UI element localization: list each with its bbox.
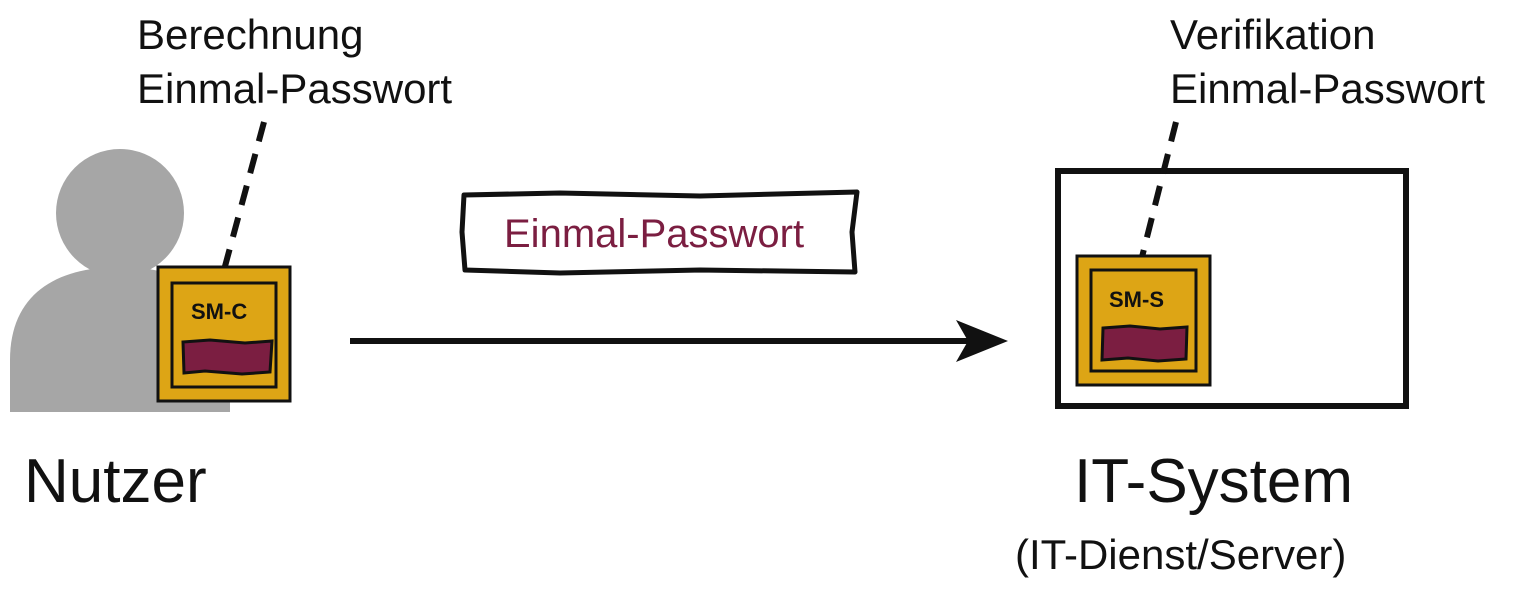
server-module-label: SM-S	[1109, 287, 1164, 312]
server-chip	[1100, 324, 1189, 363]
client-security-module	[156, 265, 292, 403]
message-box	[459, 189, 860, 276]
client-note-line1: Berechnung	[137, 11, 364, 58]
client-chip	[181, 338, 274, 376]
server-leader-line	[1139, 121, 1179, 258]
server-security-module	[1075, 254, 1212, 387]
client-module-label: SM-C	[191, 299, 248, 324]
transmission-arrow	[350, 320, 1008, 362]
server-note-line2: Einmal-Passwort	[1170, 65, 1486, 112]
server-name: IT-System	[1074, 447, 1354, 516]
message-label: Einmal-Passwort	[504, 212, 805, 256]
server-subtitle: (IT-Dienst/Server)	[1015, 531, 1347, 578]
client-name: Nutzer	[24, 447, 207, 516]
client-leader-line	[221, 121, 267, 271]
server-note-line1: Verifikation	[1170, 11, 1376, 58]
client-note-line2: Einmal-Passwort	[137, 65, 453, 112]
